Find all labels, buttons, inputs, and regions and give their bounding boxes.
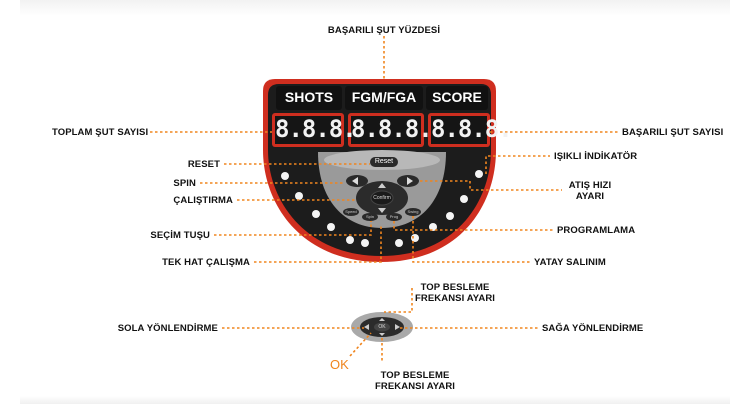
label-calistirma: ÇALIŞTIRMA: [173, 195, 233, 206]
right-arrow-icon: [407, 177, 413, 185]
digits-fgm: 8.8.8.: [351, 115, 433, 143]
leader-programlama: [393, 221, 553, 231]
mode-button-speed[interactable]: [343, 208, 359, 216]
control-panel: [263, 79, 496, 262]
led-indicator: [327, 223, 335, 231]
leader-isikli: [485, 155, 550, 174]
leader-atis: [420, 180, 562, 191]
led-indicator: [395, 239, 403, 247]
led-indicator: [475, 170, 483, 178]
led-indicator: [460, 195, 468, 203]
label-reset: RESET: [187, 159, 220, 170]
label-isikli-indikator: IŞIKLI İNDİKATÖR: [554, 151, 638, 162]
label-yatay-salinim: YATAY SALINIM: [534, 257, 606, 268]
header-score: SCORE: [432, 89, 482, 105]
mode-label-speed: Speed: [345, 209, 357, 214]
label-spin: SPIN: [173, 178, 196, 189]
remote-up-icon: [379, 318, 385, 321]
reset-button-label: Reset: [374, 158, 394, 165]
label-atis-hizi-line1: ATIŞ HIZI: [568, 180, 612, 191]
remote-ok-label: OK: [378, 324, 386, 330]
label-sola-yonlendirme: SOLA YÖNLENDİRME: [117, 323, 218, 334]
bottom-fade-bar: [20, 396, 730, 404]
digit-bg-score: [431, 116, 487, 144]
digits-shots: 8.8.8.: [275, 115, 357, 143]
led-indicator: [361, 239, 369, 247]
mode-button-spin[interactable]: [362, 213, 378, 221]
label-toplam-sut-sayisi: TOPLAM ŞUT SAYISI: [52, 127, 149, 138]
header-shots: SHOTS: [284, 89, 334, 105]
label-saga-yonlendirme: SAĞA YÖNLENDİRME: [542, 323, 644, 334]
remote-control: [351, 312, 413, 342]
leader-tekhat: [254, 226, 382, 263]
led-indicator: [295, 192, 303, 200]
led-indicator: [281, 172, 289, 180]
led-indicator: [446, 212, 454, 220]
confirm-button[interactable]: [370, 190, 394, 206]
digits-score: 8.8.8.: [431, 115, 513, 143]
mode-label-prog: Prog: [389, 214, 399, 219]
label-top-besleme-down-1: TOP BESLEME: [380, 370, 450, 381]
label-top-besleme-up-1: TOP BESLEME: [420, 282, 490, 293]
label-atis-hizi-line2: AYARI: [575, 191, 605, 202]
header-box-score: [426, 86, 488, 110]
left-arrow-icon: [352, 177, 358, 185]
leader-lines: [150, 36, 618, 362]
mode-button-swing[interactable]: [405, 208, 421, 216]
mode-label-swing: Swing: [407, 209, 419, 214]
label-basarili-sut-sayisi: BAŞARILI ŞUT SAYISI: [622, 127, 724, 138]
mode-label-spin: Spin: [365, 214, 374, 219]
remote-ok-button[interactable]: [374, 322, 390, 332]
label-tek-hat-calisma: TEK HAT ÇALIŞMA: [162, 257, 250, 268]
label-basarili-sut-yuzdesi: BAŞARILI ŞUT YÜZDESİ: [327, 25, 441, 36]
header-box-fgm: [345, 86, 423, 110]
digit-bg-fgm: [351, 116, 421, 144]
led-indicator: [429, 223, 437, 231]
reset-button[interactable]: [370, 157, 398, 167]
label-top-besleme-up-2: FREKANSI AYARI: [414, 293, 496, 304]
remote-left-icon: [364, 324, 369, 330]
leader-secim: [214, 221, 372, 236]
remote-down-icon: [379, 333, 385, 336]
leader-ok: [349, 332, 372, 357]
led-indicator: [346, 236, 354, 244]
label-ok: OK: [330, 357, 349, 372]
header-fgm-fga: FGM/FGA: [351, 89, 417, 105]
header-box-shots: [276, 86, 342, 110]
dpad-up-icon: [378, 183, 386, 188]
mode-button-prog[interactable]: [386, 213, 402, 221]
top-fade-bar: [20, 0, 730, 16]
digit-bg-shots: [275, 116, 341, 144]
label-secim-tusu: SEÇİM TUŞU: [150, 230, 210, 241]
dpad-down-icon: [378, 208, 386, 213]
label-programlama: PROGRAMLAMA: [557, 225, 636, 236]
leader-yatay: [412, 216, 530, 263]
confirm-button-label: Confirm: [373, 195, 391, 201]
label-top-besleme-down-2: FREKANSI AYARI: [374, 381, 456, 392]
remote-right-icon: [395, 324, 400, 330]
led-indicator: [312, 210, 320, 218]
